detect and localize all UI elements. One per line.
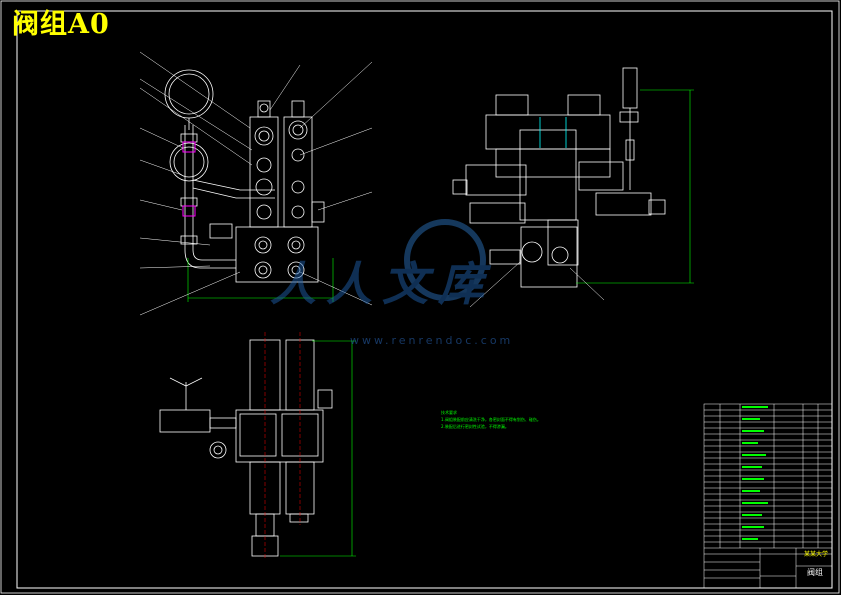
watermark-url: www.renrendoc.com [350, 334, 514, 347]
technical-notes-line: 2.装配后进行密封性试验，不得渗漏。 [441, 424, 509, 429]
side-view-leaders [469, 261, 605, 308]
front-view-dimensions [187, 258, 334, 302]
drawing-title: 阀组A0 [12, 9, 110, 40]
technical-notes-line: 1.阀组装配前应清洗干净，各密封面不得有划伤、碰伤。 [441, 417, 541, 422]
inner-frame [16, 10, 833, 589]
technical-notes: 技术要求 1.阀组装配前应清洗干净，各密封面不得有划伤、碰伤。 2.装配后进行密… [441, 409, 541, 430]
front-view-magenta-parts [182, 141, 196, 217]
side-view-cyan-parts [539, 117, 567, 148]
title-block-drawing-name: 阀组 [807, 567, 823, 577]
watermark-brand: 人人文库 [270, 257, 494, 311]
side-view-dimensions [576, 89, 694, 284]
title-block [703, 403, 833, 589]
front-view [164, 69, 325, 283]
front-view-leaders [139, 51, 373, 316]
top-view-dimensions [280, 340, 356, 557]
title-block-company: 某某大学 [804, 550, 828, 558]
top-view-centerlines [264, 332, 301, 560]
side-view [452, 67, 666, 288]
parts-list-entries [742, 406, 768, 540]
top-view [159, 339, 333, 557]
watermark-logo: 人人文库 [270, 219, 494, 311]
technical-notes-heading: 技术要求 [441, 410, 457, 415]
